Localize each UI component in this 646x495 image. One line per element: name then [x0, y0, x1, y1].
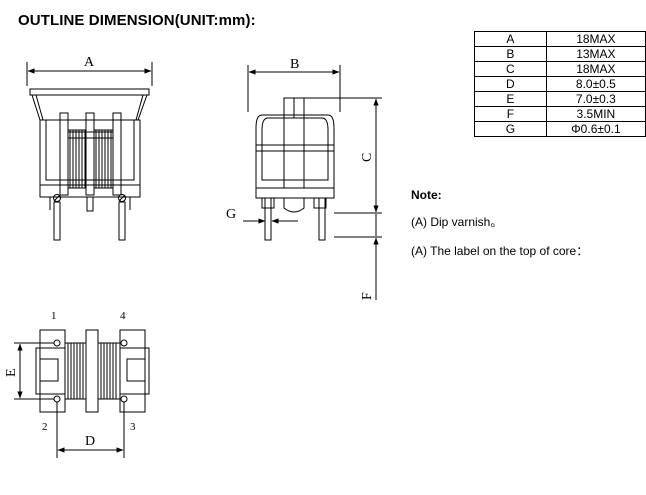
dimension-d-label: D — [85, 434, 95, 449]
dimension-b-label: B — [290, 57, 299, 72]
dimension-f-label: F — [360, 292, 375, 300]
pin-2-hole — [53, 395, 61, 403]
dimension-g-label: G — [226, 207, 236, 222]
page-title: OUTLINE DIMENSION(UNIT:mm): — [18, 12, 256, 29]
spec-value: 18MAX — [545, 31, 646, 47]
winding-left — [67, 129, 87, 189]
pin-right — [118, 201, 126, 241]
note-item-varnish: (A) Dip varnish。 — [411, 215, 503, 229]
pin-side-right — [318, 197, 326, 241]
bottom-view: 1 4 2 3 E D — [4, 310, 150, 458]
spec-value: 8.0±0.5 — [545, 76, 646, 92]
spec-key: G — [474, 121, 547, 137]
pin-2-label: 2 — [42, 421, 48, 433]
winding-right — [93, 129, 114, 189]
dimension-e-label: E — [4, 368, 19, 377]
note-heading: Note: — [411, 188, 442, 202]
pin-left — [53, 201, 61, 241]
pin-1-hole — [53, 339, 61, 347]
dimension-c-label: C — [360, 153, 375, 162]
side-view: B G — [226, 57, 382, 300]
front-view: A — [26, 55, 153, 241]
pin-3-label: 3 — [130, 421, 136, 433]
pin-1-label: 1 — [51, 310, 57, 322]
spec-value: Φ0.6±0.1 — [545, 121, 646, 137]
pin-3-hole — [120, 395, 128, 403]
dimension-a-label: A — [84, 55, 95, 70]
bottom-winding — [64, 342, 121, 400]
pin-4-hole — [120, 339, 128, 347]
core-top — [29, 88, 150, 96]
pin-side-left — [264, 197, 272, 241]
note-item-label: (A) The label on the top of core： — [411, 244, 589, 258]
pin-4-label: 4 — [120, 310, 126, 322]
ferrite-core — [39, 119, 141, 186]
